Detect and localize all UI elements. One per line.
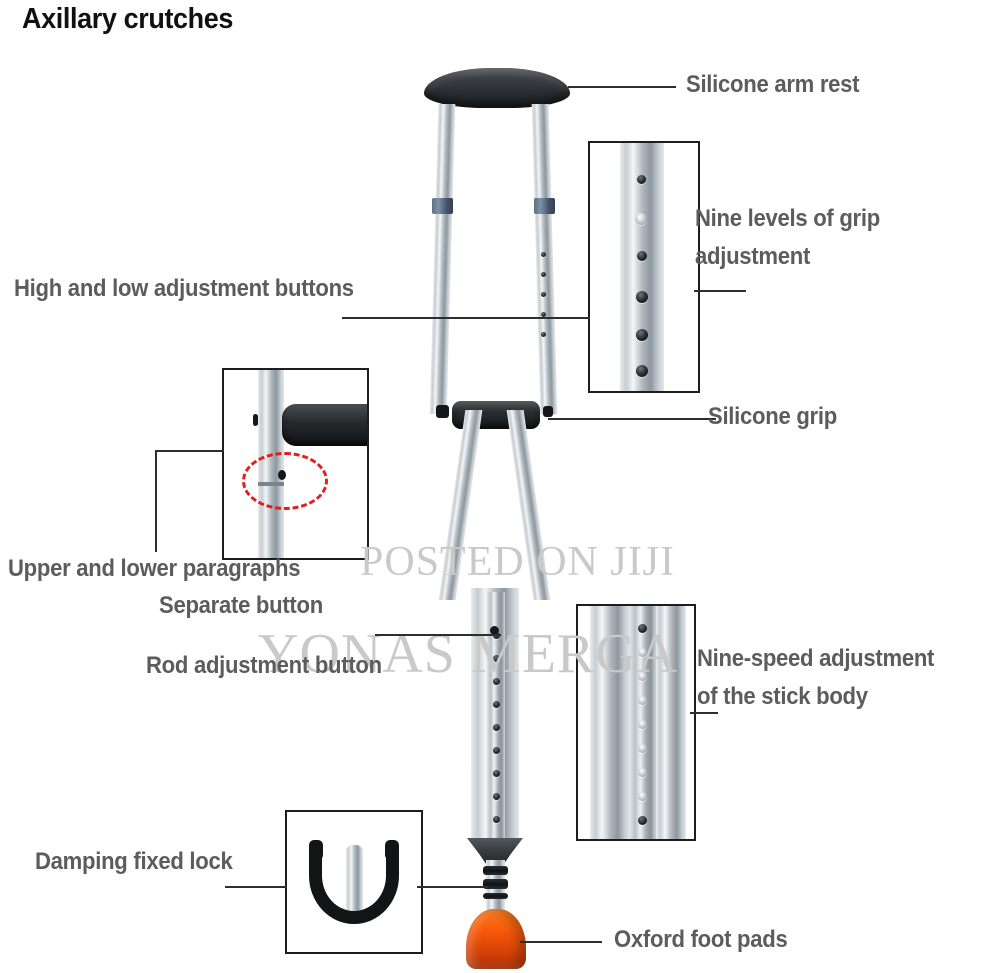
- shaft-hole: [493, 793, 500, 800]
- inset-hole: [636, 291, 648, 303]
- shaft-hole: [493, 678, 500, 685]
- upper-left-tube: [429, 104, 456, 414]
- inset-tube: [656, 606, 686, 839]
- leader-line-nine-speed: [690, 712, 718, 714]
- leader-line-foot-pads: [520, 941, 602, 943]
- label-oxford-foot-pads: Oxford foot pads: [614, 926, 788, 953]
- inset-hole: [638, 648, 647, 657]
- leader-line-damping-lock: [225, 886, 287, 888]
- shaft-hole: [493, 724, 500, 731]
- shaft-inner-face: [487, 592, 505, 840]
- label-separate-button: Separate button: [159, 592, 323, 619]
- grip-hole: [541, 332, 546, 337]
- leader-line-rod-adjustment: [375, 634, 501, 636]
- label-silicone-arm-rest: Silicone arm rest: [686, 71, 860, 98]
- watermark-line1: POSTED ON JIJI: [360, 539, 676, 585]
- adjustment-collar-right: [534, 198, 555, 214]
- label-damping-fixed-lock: Damping fixed lock: [35, 848, 233, 875]
- inset-hole: [637, 175, 646, 184]
- label-upper-lower-paragraphs: Upper and lower paragraphs: [8, 555, 301, 582]
- inset-hole: [638, 720, 647, 729]
- oxford-foot-pad: [466, 909, 526, 969]
- label-nine-speed-line2: of the stick body: [697, 683, 868, 710]
- label-silicone-grip: Silicone grip: [708, 403, 837, 430]
- watermark-line2: YONAS MERGA: [258, 623, 679, 685]
- leader-line-silicone-grip: [548, 418, 716, 420]
- lock-arm-left: [309, 840, 323, 860]
- inset-grip-end: [282, 404, 367, 446]
- silicone-arm-rest: [424, 68, 570, 108]
- inset-tube: [590, 606, 630, 839]
- label-grip-levels-line2: adjustment: [695, 243, 811, 270]
- inset-tube: [620, 143, 664, 391]
- grip-knob-right: [543, 406, 553, 417]
- foot-ring: [483, 893, 508, 899]
- label-high-low-adjustment-buttons: High and low adjustment buttons: [14, 275, 354, 302]
- upper-right-tube: [531, 104, 558, 414]
- inset-hole: [638, 624, 647, 633]
- adjustment-collar-left: [432, 198, 453, 214]
- label-rod-adjustment-button: Rod adjustment button: [146, 652, 382, 679]
- inset-hole: [638, 816, 647, 825]
- leader-line-high-low: [342, 317, 590, 319]
- leader-line-separate-horz: [155, 450, 224, 452]
- inset-hole: [638, 744, 647, 753]
- inset-hole: [638, 792, 647, 801]
- inset-grip-adjustment: [588, 141, 700, 393]
- shaft-hole: [493, 701, 500, 708]
- label-grip-levels-line1: Nine levels of grip: [695, 205, 880, 232]
- inset-stick-body-adjustment: [576, 604, 696, 841]
- shaft-hole: [493, 747, 500, 754]
- grip-hole: [541, 272, 546, 277]
- inset-hole: [636, 365, 648, 377]
- leader-line-grip-levels: [694, 290, 746, 292]
- leader-line-damping-to-crutch: [417, 886, 489, 888]
- leader-line-separate-vert: [155, 450, 157, 552]
- lock-arm-right: [385, 840, 399, 860]
- inset-hole: [638, 672, 647, 681]
- inset-hole: [638, 768, 647, 777]
- shaft-hole: [493, 770, 500, 777]
- inset-hole: [637, 251, 647, 261]
- rod-adjustment-button: [490, 626, 499, 635]
- grip-knob-left: [436, 405, 449, 418]
- foot-ring: [483, 866, 508, 875]
- inset-side-knob: [253, 414, 258, 426]
- inset-damping-fixed-lock: [285, 810, 423, 954]
- label-nine-speed-line1: Nine-speed adjustment: [697, 645, 935, 672]
- inset-hole: [635, 213, 647, 225]
- grip-hole: [541, 252, 546, 257]
- leader-line-arm-rest: [568, 86, 676, 88]
- foot-ring: [483, 879, 508, 889]
- highlight-ellipse-icon: [242, 452, 328, 510]
- page-title: Axillary crutches: [22, 3, 234, 35]
- inset-separate-button: [222, 368, 369, 560]
- inset-hole: [638, 696, 647, 705]
- inset-hole: [636, 329, 648, 341]
- grip-hole: [541, 312, 546, 317]
- shaft-hole: [493, 655, 500, 662]
- shaft-hole: [493, 816, 500, 823]
- grip-hole: [541, 292, 546, 297]
